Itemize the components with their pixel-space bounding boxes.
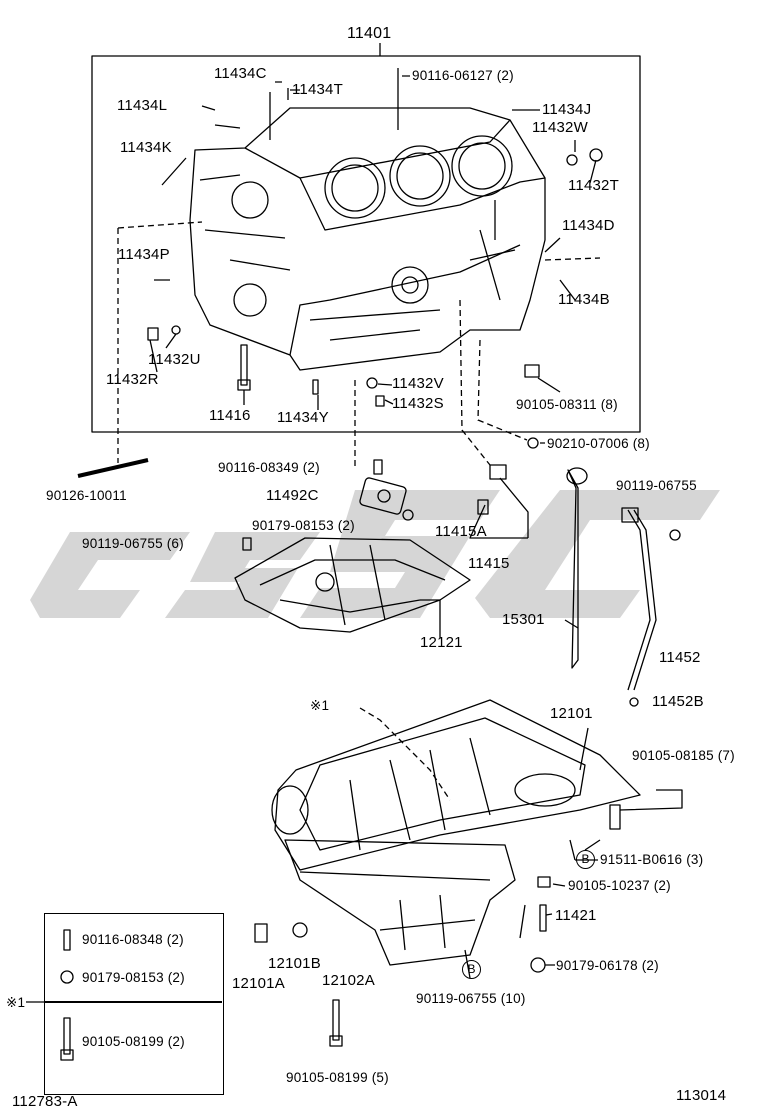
figure-id-left: 112783-A	[12, 1093, 78, 1110]
callout-label: 11432U	[148, 351, 201, 368]
callout-label: 11432V	[392, 375, 444, 392]
inset-item: 90105-08199 (2)	[82, 1034, 185, 1049]
callout-label: 12101	[550, 705, 593, 722]
callout-label: 90119-06755 (6)	[82, 536, 184, 551]
callout-label: 11416	[209, 407, 251, 424]
callout-label: 12121	[420, 634, 463, 651]
callout-label: 11434D	[562, 217, 615, 234]
callout-label: 11432T	[568, 177, 619, 194]
callout-label: 90119-06755 (10)	[416, 991, 526, 1006]
callout-label: 90105-08185 (7)	[632, 748, 735, 763]
callout-label: 90179-06178 (2)	[556, 958, 659, 973]
cylinder-block	[189, 68, 546, 371]
circle-b-icon: B	[576, 850, 595, 869]
callout-label: 11434T	[292, 81, 343, 98]
callout-label: 15301	[502, 611, 545, 628]
callout-label: 90210-07006 (8)	[547, 436, 650, 451]
callout-label: ※1	[310, 698, 330, 713]
callout-label: 11434P	[118, 246, 170, 263]
callout-label: 11452B	[652, 693, 704, 710]
callout-label: 90179-08153 (2)	[252, 518, 355, 533]
callout-label: 11434L	[117, 97, 168, 114]
callout-label: 12102A	[322, 972, 375, 989]
inset-item: 90116-08348 (2)	[82, 932, 184, 947]
callout-label: 11421	[555, 907, 597, 924]
callout-label: 91511-B0616 (3)	[600, 852, 704, 867]
callout-label: 12101B	[268, 955, 321, 972]
inset-box	[44, 913, 224, 1095]
callout-label: 90116-06127 (2)	[412, 68, 514, 83]
callout-label: 11415	[468, 555, 510, 572]
watermark-logo	[30, 490, 720, 618]
callout-label: 11492C	[266, 487, 319, 504]
callout-label: 90119-06755	[616, 478, 697, 493]
callout-label: 90126-10011	[46, 488, 127, 503]
oil-pan-upper	[271, 699, 641, 871]
callout-label: 90105-08311 (8)	[516, 397, 618, 412]
oil-pan-lower	[284, 839, 516, 966]
callout-label: 11452	[659, 649, 701, 666]
figure-id-right: 113014	[676, 1087, 727, 1104]
callout-label: 90105-10237 (2)	[568, 878, 671, 893]
callout-label: 11415A	[435, 523, 487, 540]
callout-ref-b: B	[576, 850, 599, 869]
callout-label: 11434Y	[277, 409, 329, 426]
callout-label: 11432S	[392, 395, 444, 412]
callout-label: 11434J	[542, 101, 592, 118]
callout-label: 11434K	[120, 139, 172, 156]
inset-item: 90179-08153 (2)	[82, 970, 185, 985]
callout-label: 90116-08349 (2)	[218, 460, 320, 475]
inset-marker: ※1	[6, 995, 26, 1010]
baffle-plate	[234, 537, 471, 638]
callout-label: 11432R	[106, 371, 159, 388]
callout-label: 11434C	[214, 65, 267, 82]
callout-label: 11434B	[558, 291, 610, 308]
label-main-part: 11401	[347, 25, 392, 42]
callout-label: 12101A	[232, 975, 285, 992]
circle-b-icon: B	[462, 960, 481, 979]
callout-label: 90105-08199 (5)	[286, 1070, 389, 1085]
block-frame-box	[91, 55, 641, 433]
callout-ref-b: B	[462, 960, 485, 979]
callout-label: 11432W	[532, 119, 588, 136]
